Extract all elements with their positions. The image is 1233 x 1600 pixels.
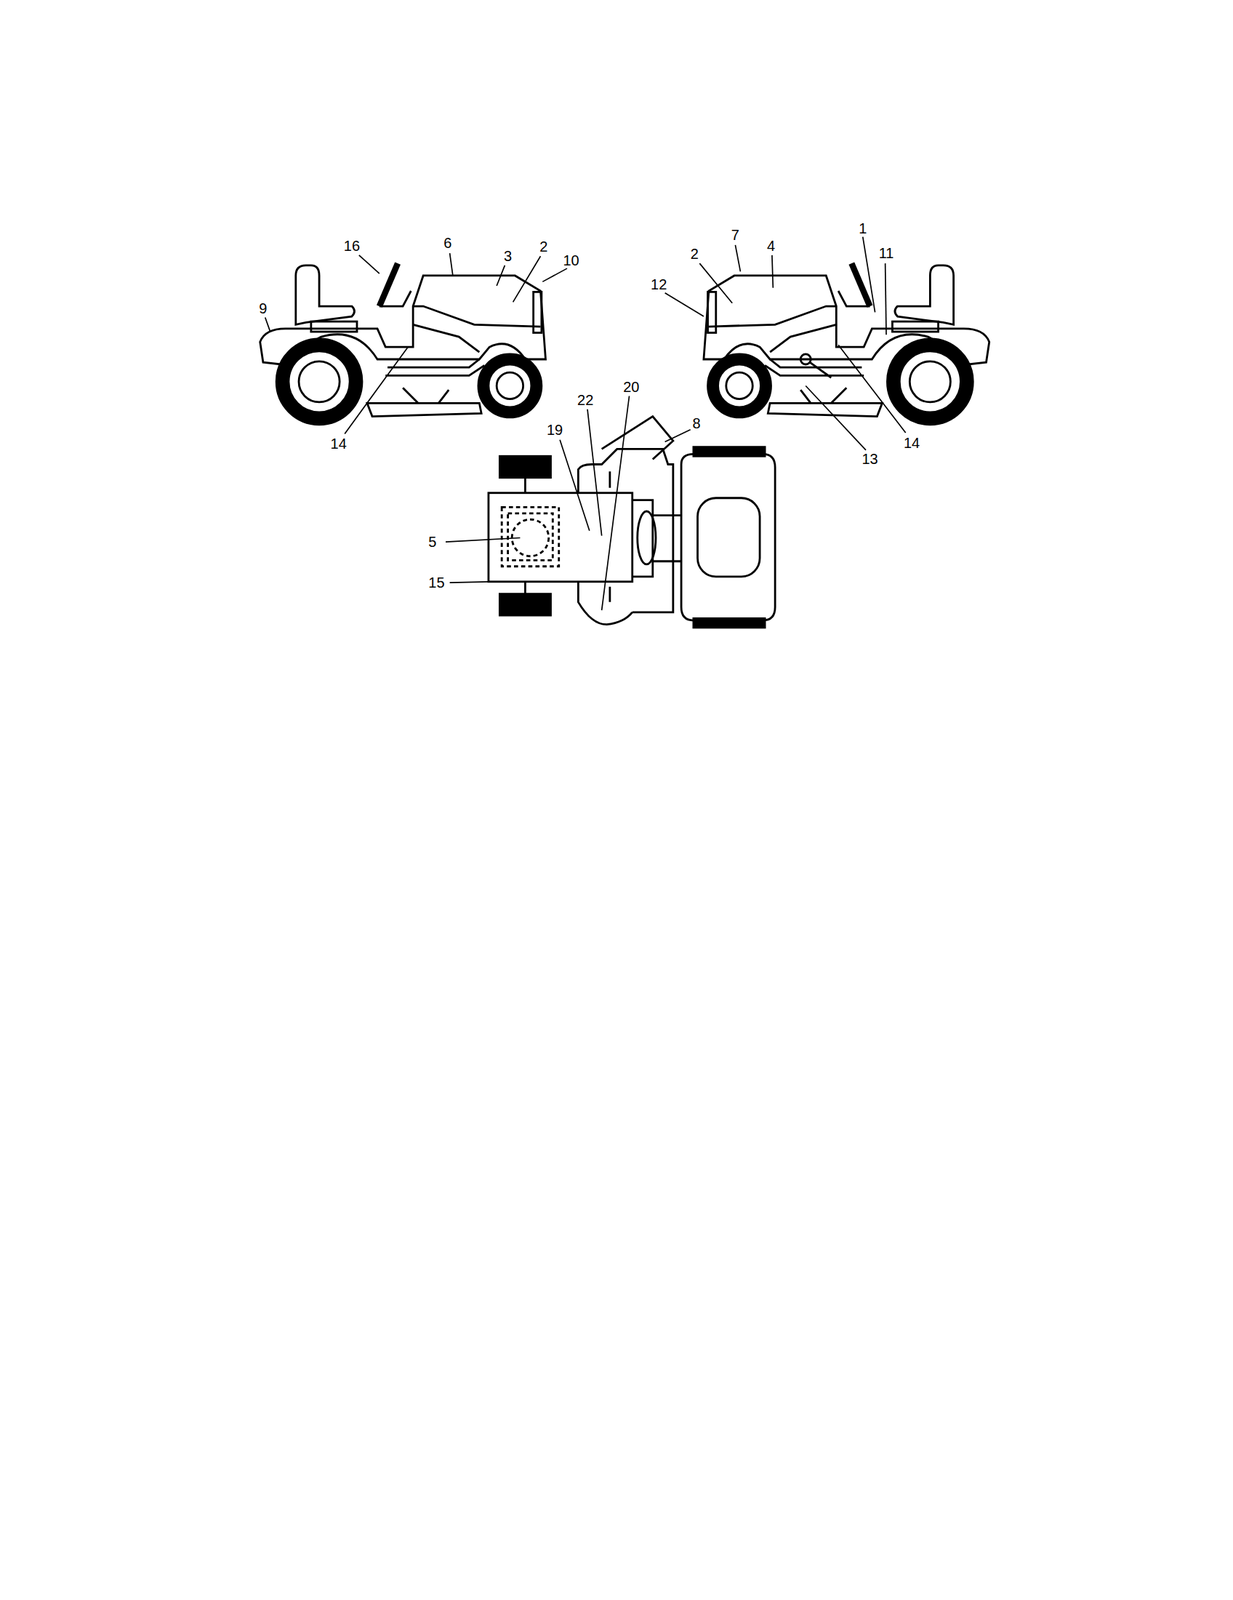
callout-number: 15 — [428, 575, 445, 590]
callout-number: 6 — [443, 235, 452, 251]
callout-number: 12 — [650, 276, 667, 292]
callout-number: 3 — [503, 248, 512, 264]
callout-number: 19 — [546, 422, 563, 437]
callout-number: 10 — [562, 252, 579, 268]
callout-number: 14 — [903, 435, 920, 451]
callout-number: 4 — [766, 238, 775, 253]
callout-number: 16 — [343, 238, 360, 253]
callout-number: 2 — [539, 239, 548, 254]
callout-number: 5 — [428, 534, 437, 549]
callout-number: 13 — [861, 451, 878, 467]
callout-number: 9 — [258, 300, 267, 316]
callout-number: 11 — [878, 245, 895, 261]
callout-number: 8 — [692, 415, 701, 431]
callout-number: 22 — [577, 392, 594, 408]
callout-number: 2 — [690, 246, 699, 261]
callout-number: 1 — [858, 221, 867, 236]
callout-number: 7 — [731, 227, 740, 243]
callout-number: 14 — [330, 436, 347, 451]
callout-number: 20 — [623, 379, 640, 395]
